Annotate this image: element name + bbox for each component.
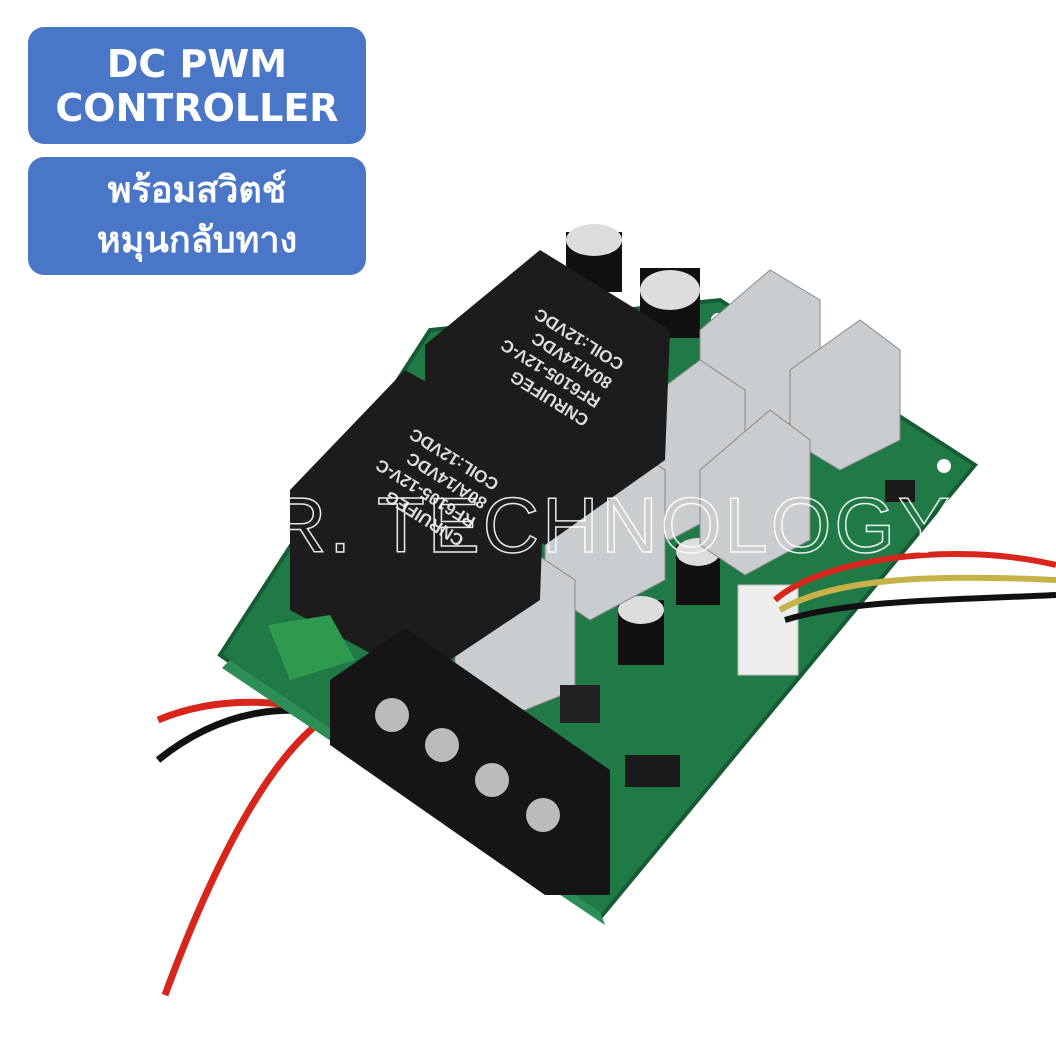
wire-red-left-2 xyxy=(161,712,332,997)
ic-chip xyxy=(625,755,680,787)
inductor xyxy=(560,685,600,723)
screw-icon xyxy=(526,798,560,832)
title-badge: DC PWM CONTROLLER xyxy=(28,27,366,144)
screw-icon xyxy=(425,728,459,762)
subtitle-line-2: หมุนกลับทาง xyxy=(96,220,298,261)
heatsinks xyxy=(454,269,901,721)
jst-connector xyxy=(737,584,799,676)
wire-yellow-right xyxy=(778,574,1056,613)
watermark: R. TECHNOLOGY xyxy=(270,481,950,569)
capacitor xyxy=(566,224,720,665)
ic-chip-2 xyxy=(885,480,915,502)
wire-black-right xyxy=(784,592,1056,623)
screw-terminal-small xyxy=(268,615,355,680)
screw-icon xyxy=(475,763,509,797)
subtitle-badge: พร้อมสวิตช์ หมุนกลับทาง xyxy=(28,157,366,275)
title-line-1: DC PWM xyxy=(106,41,288,86)
terminal-block xyxy=(330,628,610,895)
title-line-2: CONTROLLER xyxy=(55,85,339,130)
screw-icon xyxy=(375,698,409,732)
wire-red-right xyxy=(773,551,1056,603)
relay-front: CNRUIFEG RF6105-12V-C 80A/14VDC COIL:12V… xyxy=(290,370,545,680)
subtitle-line-1: พร้อมสวิตช์ xyxy=(107,170,287,211)
